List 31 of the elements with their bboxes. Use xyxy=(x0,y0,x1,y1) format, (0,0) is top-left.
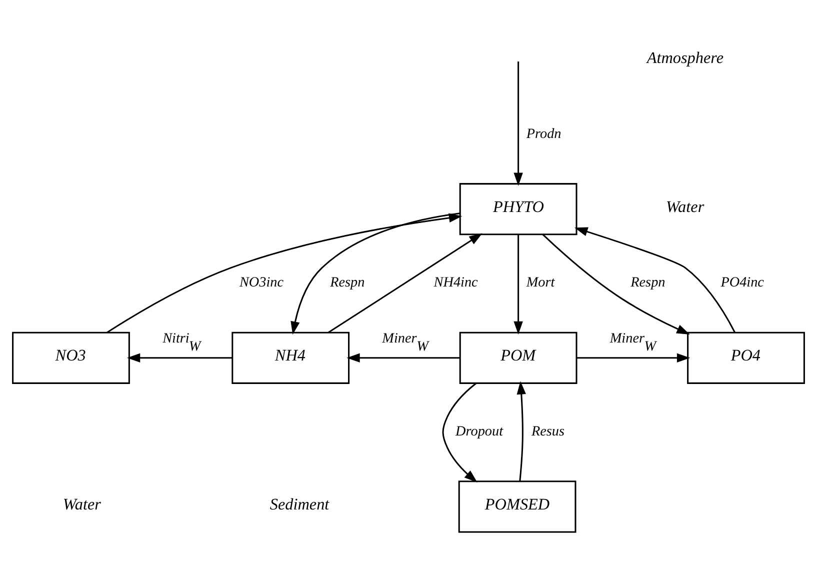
edge-label: Prodn xyxy=(526,126,562,142)
arrow xyxy=(442,382,478,483)
edge-label: NO3inc xyxy=(239,274,284,291)
node-box: PO4 xyxy=(687,332,805,384)
arrow xyxy=(126,353,232,362)
arrow xyxy=(516,381,526,482)
arrow xyxy=(542,234,690,334)
edge-label: Mort xyxy=(526,274,555,291)
arrow xyxy=(346,353,460,362)
edge-label: Respn xyxy=(330,274,365,291)
arrow xyxy=(328,233,482,334)
node-box: PHYTO xyxy=(459,183,578,236)
label: Water xyxy=(666,198,704,216)
arrow xyxy=(106,213,462,334)
node-box: NO3 xyxy=(12,332,130,384)
label: Atmosphere xyxy=(646,49,724,68)
edge-label: NH4inc xyxy=(434,274,478,291)
edge-label: Respn xyxy=(630,274,666,291)
arrow xyxy=(290,212,460,335)
label: Water xyxy=(62,495,101,514)
node-box: POMSED xyxy=(458,480,576,533)
edge-label: Dropout xyxy=(456,424,504,440)
label: Sediment xyxy=(270,495,330,514)
node-box: NH4 xyxy=(232,332,350,384)
node-box: POM xyxy=(459,332,578,384)
arrow xyxy=(574,227,736,333)
arrow xyxy=(576,353,690,362)
edge-label: PO4inc xyxy=(720,274,764,291)
arrow xyxy=(514,61,523,186)
edge-label: Resus xyxy=(531,424,564,440)
arrow xyxy=(514,234,523,335)
